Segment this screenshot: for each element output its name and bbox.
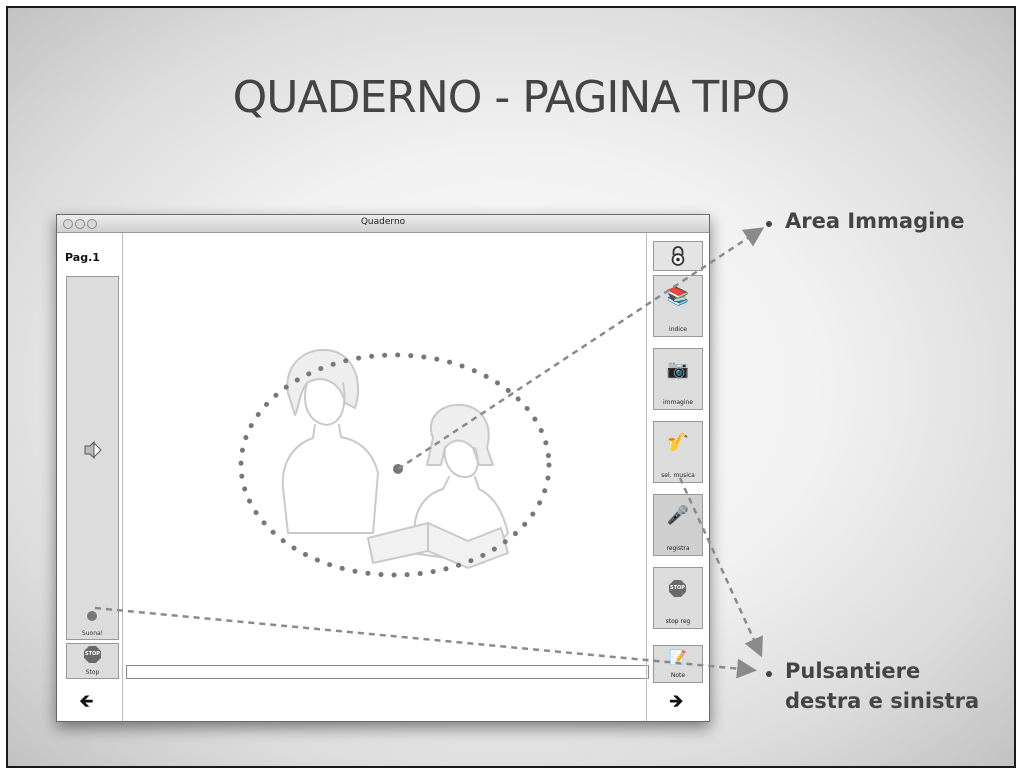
- right-panel-arrow: [678, 477, 763, 658]
- stop-reg-button[interactable]: STOP stop reg: [653, 567, 703, 629]
- slide: QUADERNO - PAGINA TIPO Quaderno Pag.1 Su…: [6, 6, 1016, 768]
- annotation-overlay: [94, 227, 765, 679]
- sel-musica-button[interactable]: 🎷 sel. musica: [653, 421, 703, 483]
- two-girls-reading-illustration-icon: [281, 348, 509, 569]
- stop-button[interactable]: STOP Stop: [66, 643, 119, 679]
- bullet-dot-area-immagine: [766, 221, 772, 227]
- immagine-label: immagine: [662, 399, 693, 406]
- left-panel-arrow: [94, 606, 757, 679]
- play-button[interactable]: Suona!: [66, 276, 119, 640]
- right-button-panel: 📚 indice 📷 immagine 🎷 sel. musica 🎤 regi…: [646, 233, 709, 721]
- slide-title: QUADERNO - PAGINA TIPO: [232, 72, 791, 123]
- stop-sign-icon: STOP: [84, 646, 101, 663]
- stop-sign-icon: STOP: [669, 580, 686, 597]
- page-label: Pag.1: [65, 251, 100, 264]
- bullet-area-immagine: Area Immagine: [785, 209, 965, 233]
- speaker-play-icon: [84, 440, 102, 460]
- image-area-dotted-ellipse: [238, 352, 552, 578]
- next-page-arrow-icon[interactable]: 🡺: [669, 691, 684, 712]
- saxophone-icon: 🎷: [666, 432, 690, 453]
- camera-icon: 📷: [666, 359, 690, 380]
- zoom-window-icon[interactable]: [87, 219, 97, 229]
- registra-label: registra: [666, 545, 690, 552]
- stop-reg-label: stop reg: [665, 618, 691, 625]
- note-label: Note: [670, 672, 686, 679]
- play-caption: Suona!: [81, 630, 104, 637]
- record-dot-icon: [87, 611, 97, 621]
- image-area[interactable]: [123, 233, 649, 721]
- progress-bar: [126, 665, 649, 679]
- left-button-panel: Pag.1 Suona! STOP Stop 🡸: [57, 233, 123, 721]
- registra-button[interactable]: 🎤 registra: [653, 494, 703, 556]
- bullet-pulsantiere-line-1: Pulsantiere: [785, 659, 921, 683]
- quaderno-window: Quaderno Pag.1 Suona! STOP Stop 🡸: [56, 214, 710, 722]
- previous-page-arrow-icon[interactable]: 🡸: [79, 691, 94, 712]
- immagine-button[interactable]: 📷 immagine: [653, 348, 703, 410]
- bullet-pulsantiere-line-2: destra e sinistra: [785, 689, 980, 713]
- sel-musica-label: sel. musica: [661, 472, 695, 479]
- bullet-dot-pulsantiere: [766, 671, 772, 677]
- minimize-window-icon[interactable]: [75, 219, 85, 229]
- window-title: Quaderno: [360, 217, 406, 227]
- close-window-icon[interactable]: [63, 219, 73, 229]
- lock-icon: [671, 246, 685, 266]
- microphone-icon: 🎤: [666, 505, 690, 526]
- note-icon: 📝: [669, 650, 687, 666]
- stop-caption: Stop: [85, 669, 100, 676]
- books-icon: 📚: [666, 286, 690, 307]
- lock-button[interactable]: [653, 241, 703, 271]
- window-titlebar[interactable]: Quaderno: [57, 215, 709, 233]
- area-immagine-arrow: [397, 227, 765, 471]
- indice-label: indice: [669, 326, 687, 333]
